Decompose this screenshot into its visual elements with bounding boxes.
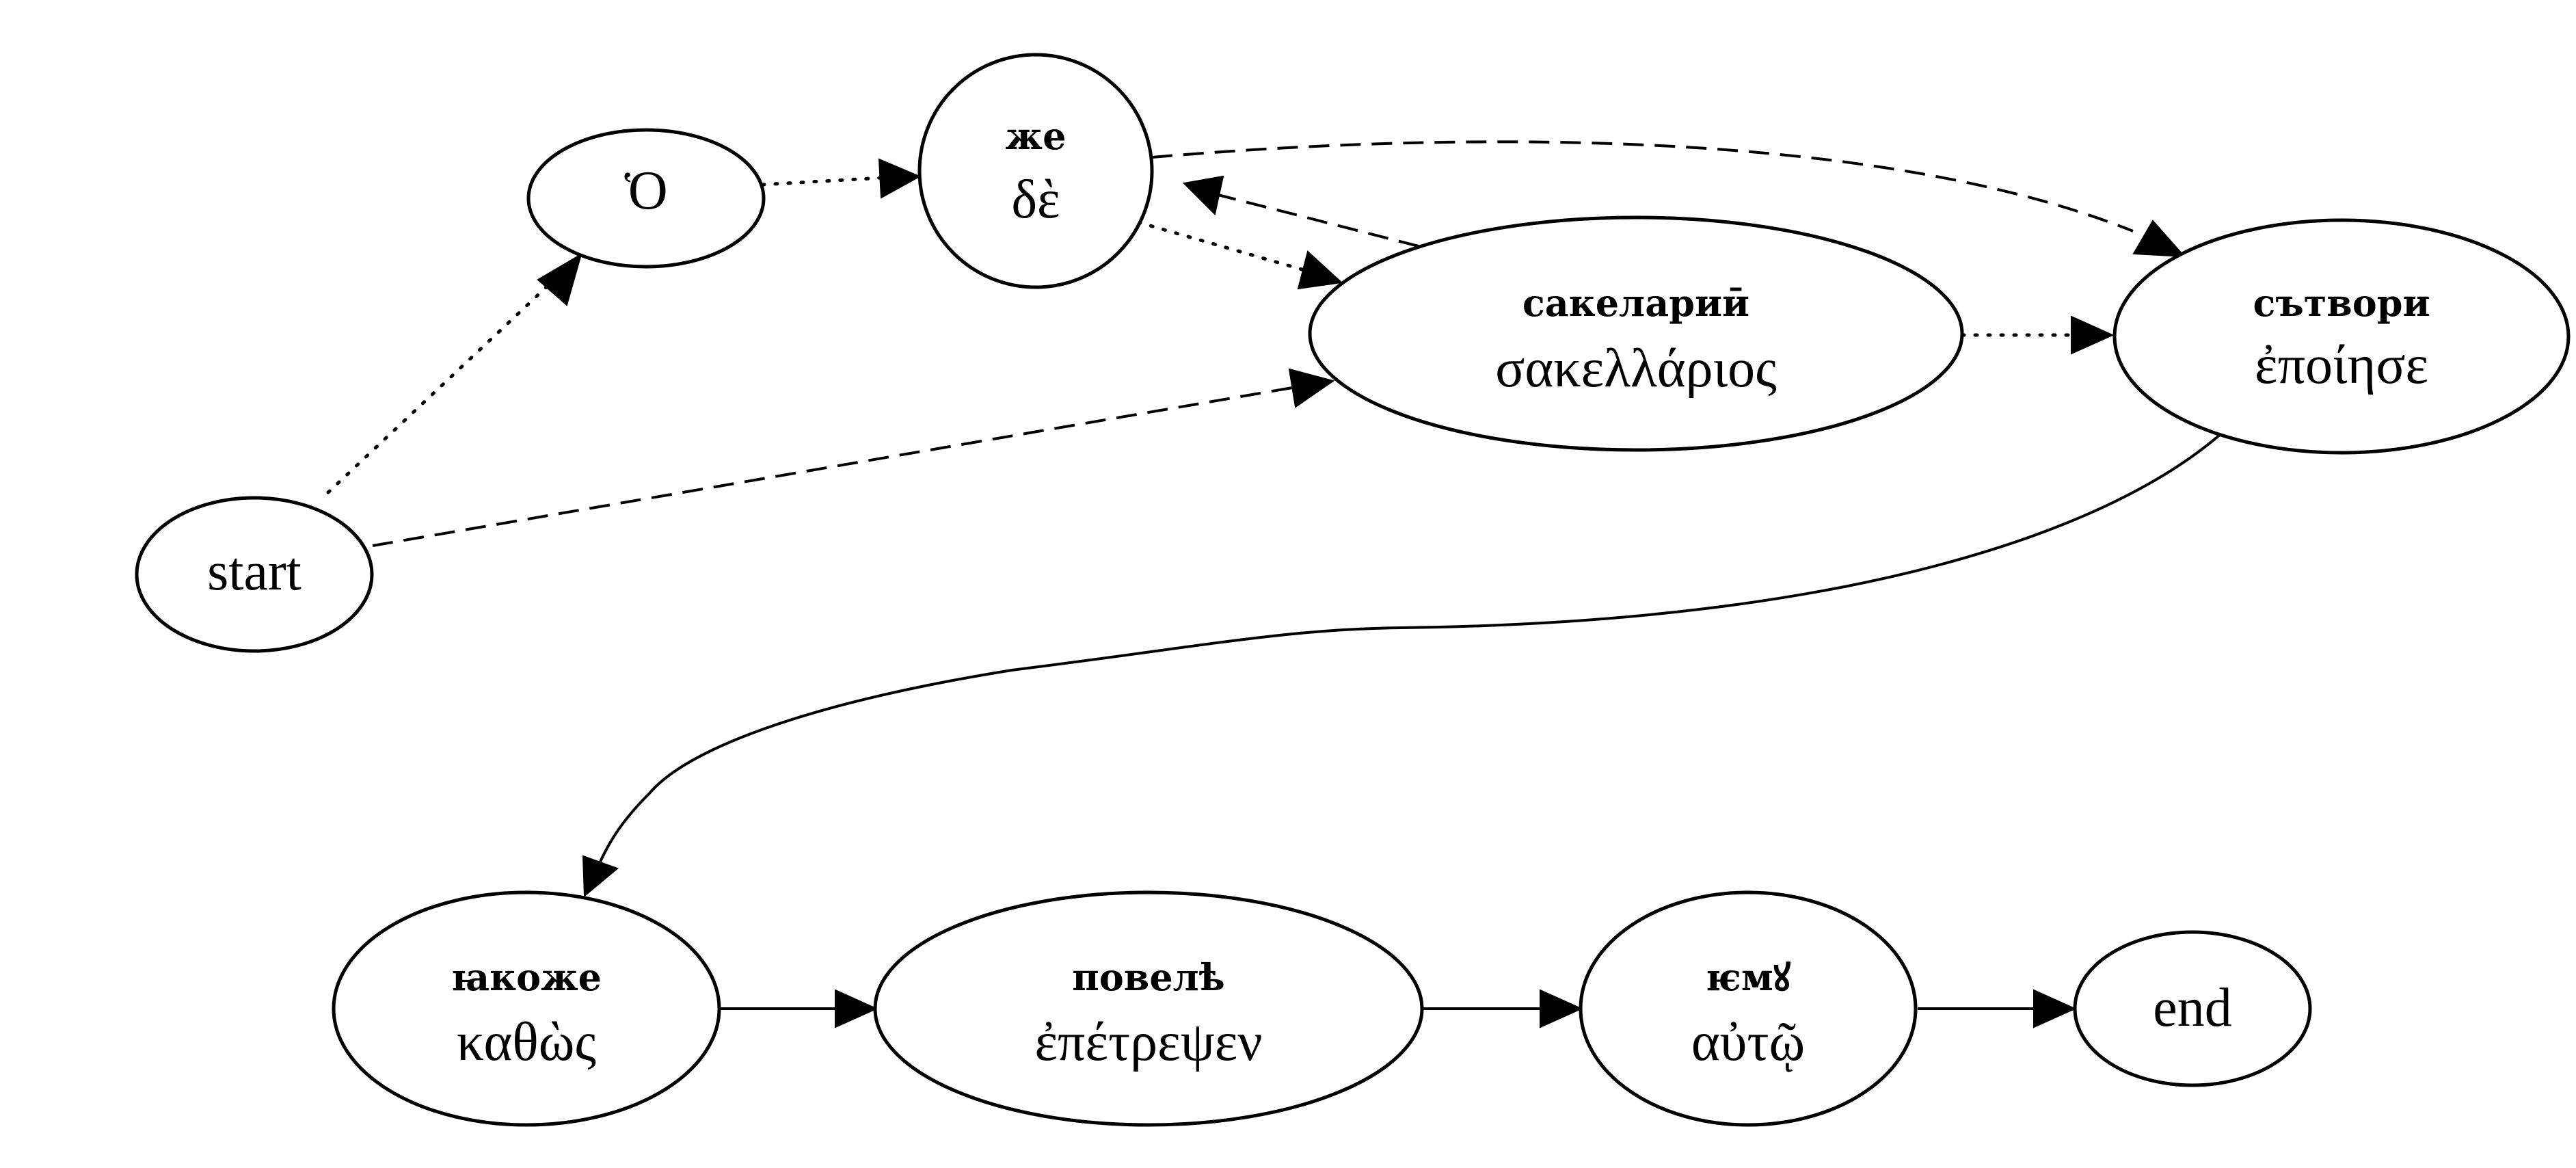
arrowhead [2132,220,2186,258]
edge-de-to-epoiese [1151,140,2186,258]
nodes: Ὁ же δὲ сакелариӣ σακελλάριος сътвори ἐπ… [135,53,2571,1127]
edge-sakellarios-to-epoiese [1960,315,2115,355]
arrowhead [1297,250,1343,290]
arrowhead [1540,989,1583,1028]
node-de: же δὲ [917,53,1154,289]
node-start-label: start [207,542,301,602]
node-auto-greek: αὐτῷ [1691,1012,1805,1072]
node-epetrepsen-slavonic: повелѣ [1072,955,1224,999]
node-sakellarios-greek: σακελλάριος [1495,339,1777,399]
node-end-label: end [2153,978,2232,1038]
node-kathos-shape [332,890,721,1127]
edge-epetrepsen-to-auto [1422,989,1583,1028]
node-epetrepsen-greek: ἐπέτρεψεν [1034,1012,1262,1072]
node-start: start [135,496,374,653]
node-o-shape [526,128,766,269]
node-o-label: Ὁ [624,161,667,221]
node-kathos: ꙗкоже καθὼς [332,890,721,1127]
arrowhead [582,855,619,898]
edges [326,140,2222,1028]
edge-kathos-to-epetrepsen [719,989,878,1028]
edge-start-to-o [326,252,582,494]
arrowhead [835,989,878,1028]
node-end-shape [2073,930,2312,1087]
arrowhead [1182,175,1224,216]
node-de-greek: δὲ [1011,170,1060,230]
node-start-shape [135,496,374,653]
arrowhead [2033,989,2077,1028]
node-sakellarios-slavonic: сакелариӣ [1522,281,1749,325]
node-epoiese-greek: ἐποίησε [2255,335,2428,395]
node-epoiese-slavonic: сътвори [2253,281,2430,325]
node-sakellarios: сакелариӣ σακελλάριος [1308,215,1964,452]
node-kathos-slavonic: ꙗкоже [451,955,602,999]
node-auto-slavonic: ѥмꙋ [1706,955,1791,999]
arrowhead [537,252,582,306]
node-sakellarios-shape [1308,215,1964,452]
arrowhead [2071,315,2115,355]
edge-sakellarios-to-de [1182,175,1419,248]
arrowhead [1288,368,1335,408]
edge-auto-to-end [1918,989,2077,1028]
node-o: Ὁ [526,128,766,269]
arrowhead [878,158,922,199]
node-kathos-greek: καθὼς [457,1012,596,1072]
node-epoiese-shape [2112,218,2571,455]
node-auto-shape [1579,890,1918,1127]
edge-o-to-de [760,158,922,199]
node-epoiese: сътвори ἐποίησε [2112,218,2571,455]
node-auto: ѥмꙋ αὐτῷ [1579,890,1918,1127]
edge-epoiese-to-kathos [582,433,2222,898]
node-epetrepsen-shape [873,890,1424,1127]
node-de-slavonic: же [1006,114,1066,158]
node-end: end [2073,930,2312,1087]
node-epetrepsen: повелѣ ἐπέτρεψεν [873,890,1424,1127]
node-de-shape [917,53,1154,289]
edge-start-to-sakellarios [372,368,1335,547]
edge-de-to-sakellarios [1136,220,1343,290]
